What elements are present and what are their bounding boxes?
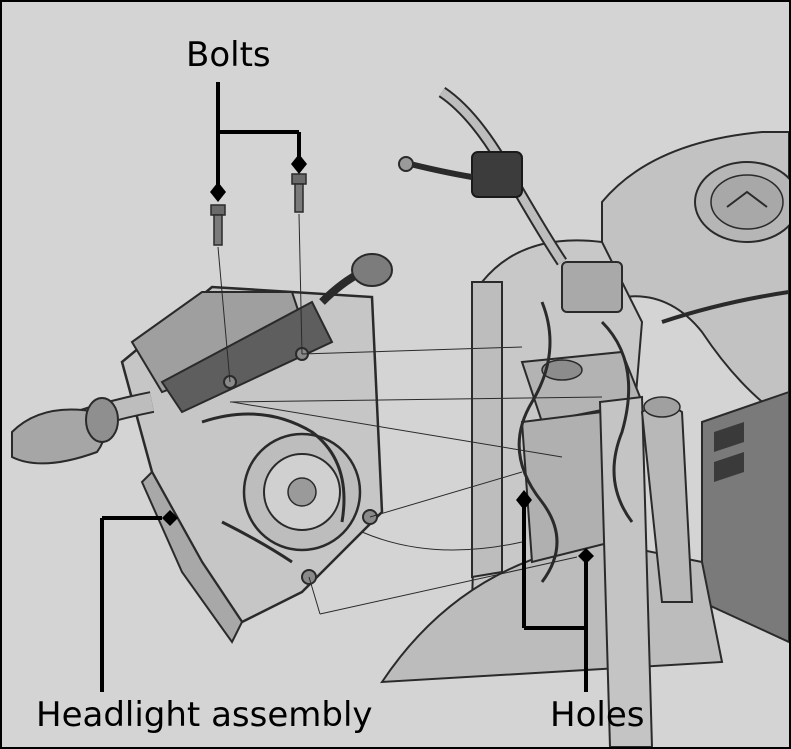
leader-diamond xyxy=(291,154,307,174)
bolt xyxy=(211,205,225,245)
leader-diamond xyxy=(210,182,226,202)
right-handlebar xyxy=(399,92,562,262)
bolts-label: Bolts xyxy=(186,38,271,72)
side-panel xyxy=(702,392,789,642)
headlight-assembly-label: Headlight assembly xyxy=(36,698,373,732)
steering-stem xyxy=(522,412,612,562)
holes-label: Holes xyxy=(550,698,644,732)
headlight-assembly xyxy=(122,287,382,642)
bolt xyxy=(292,174,306,212)
